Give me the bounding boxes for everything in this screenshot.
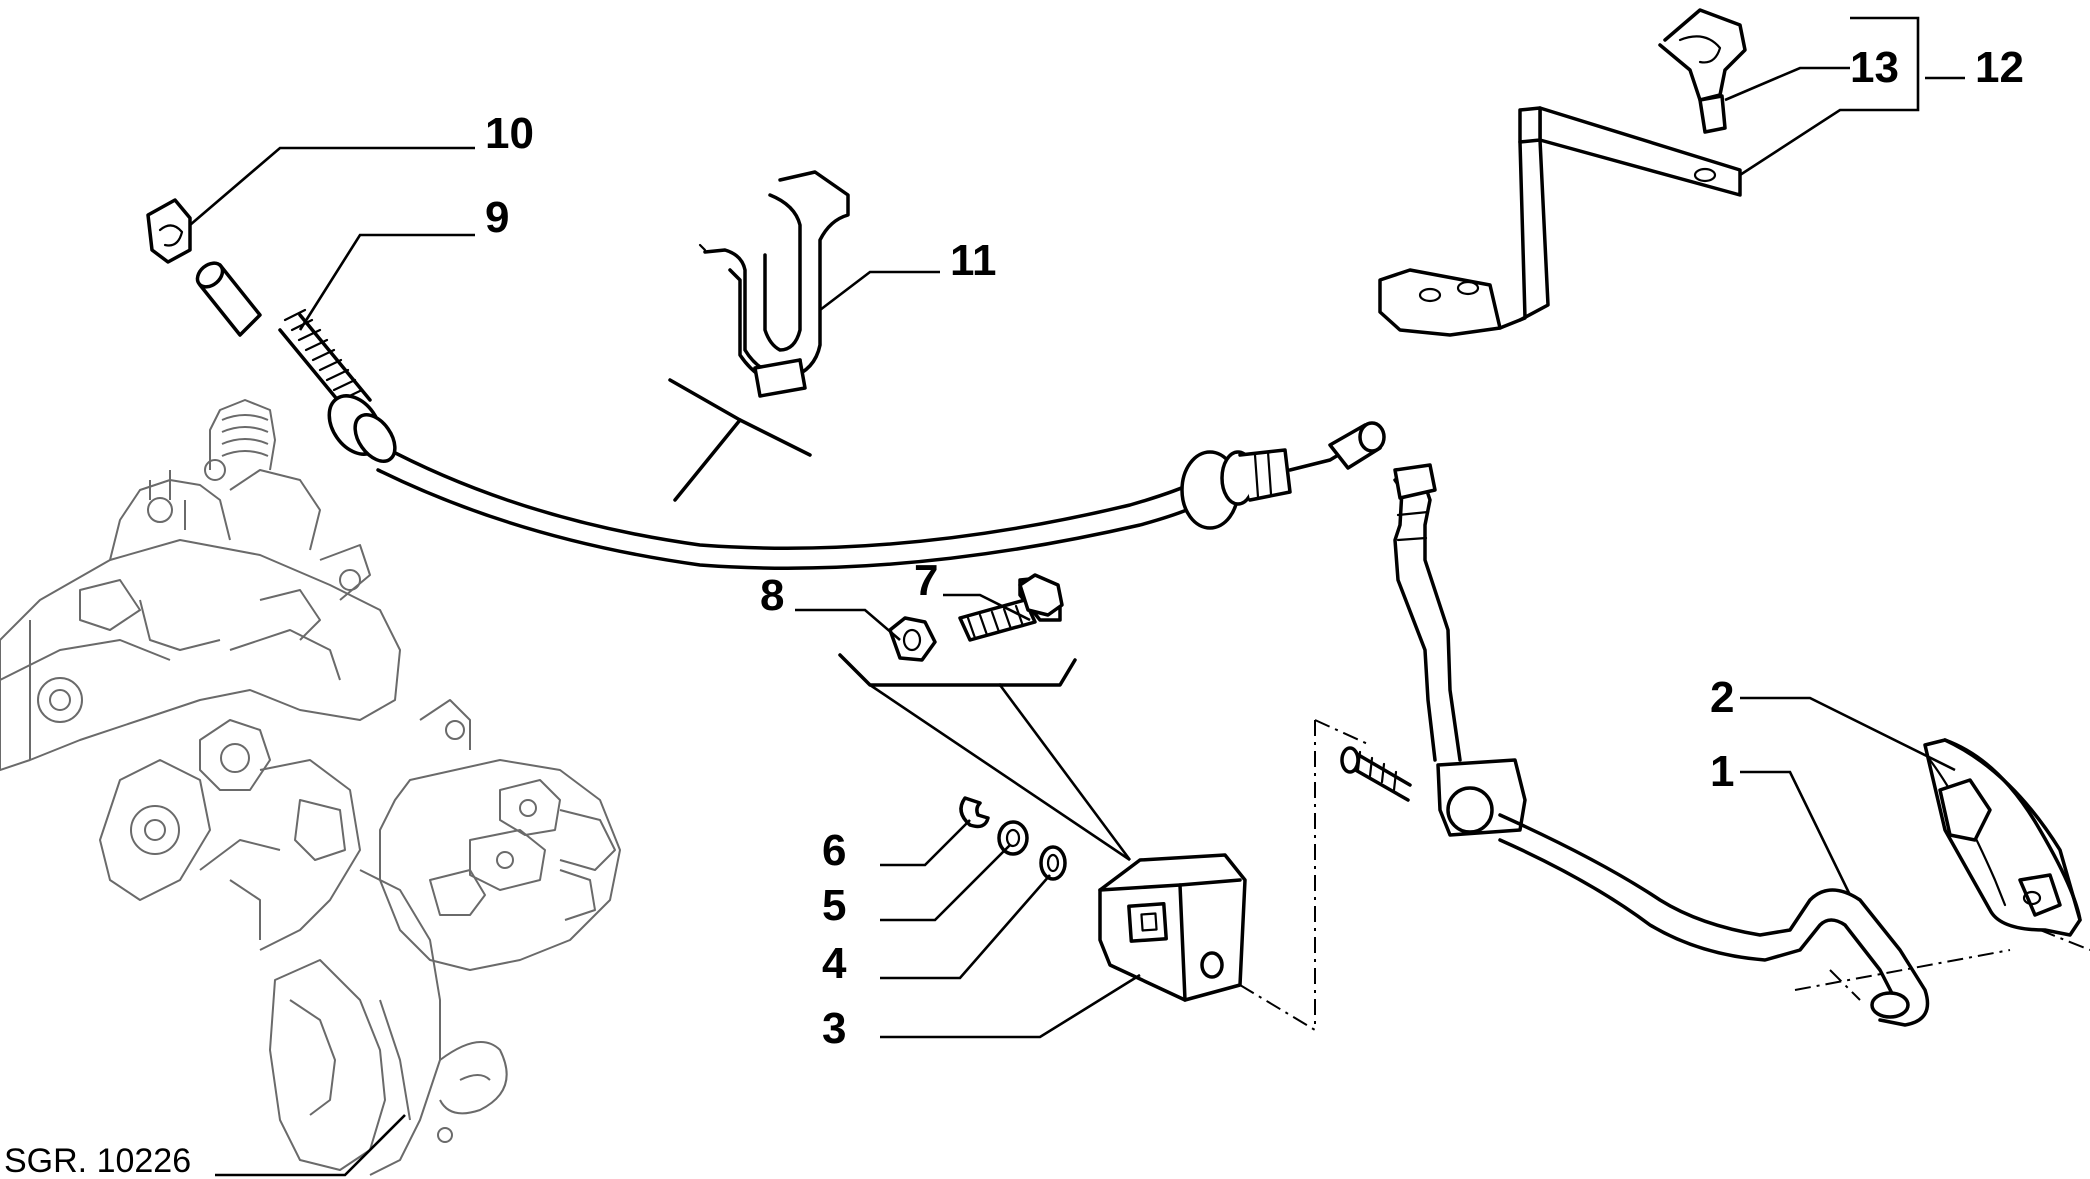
assembly-marks bbox=[668, 378, 812, 502]
callout-1: 1 bbox=[1710, 747, 1734, 796]
retaining-clip bbox=[959, 796, 990, 829]
bolt bbox=[958, 573, 1064, 642]
callout-9: 9 bbox=[485, 193, 509, 242]
cable-support-clip bbox=[698, 170, 850, 398]
callout-6: 6 bbox=[822, 826, 846, 875]
leader-lines bbox=[189, 16, 1965, 1177]
cable-clip bbox=[146, 198, 192, 264]
callout-10: 10 bbox=[485, 109, 534, 158]
bracket-clip bbox=[1658, 8, 1747, 134]
pedal-stop-block bbox=[1098, 853, 1247, 1002]
cable-bracket bbox=[1378, 106, 1742, 337]
callout-8: 8 bbox=[760, 571, 784, 620]
callout-5: 5 bbox=[822, 881, 846, 930]
center-lines bbox=[1239, 719, 2090, 1031]
callout-2: 2 bbox=[1710, 673, 1734, 722]
callout-13: 13 bbox=[1850, 43, 1899, 92]
pedal-pad bbox=[1923, 738, 2082, 937]
lock-washer bbox=[997, 820, 1029, 856]
nut bbox=[888, 616, 937, 662]
accelerator-cable bbox=[195, 261, 1386, 570]
washer bbox=[1039, 845, 1067, 881]
injection-pump bbox=[0, 399, 621, 1176]
drawing-reference: SGR. 10226 bbox=[4, 1142, 191, 1179]
callout-12: 12 bbox=[1975, 43, 2024, 92]
accelerator-pedal-lever bbox=[1340, 463, 1930, 1027]
callout-7: 7 bbox=[914, 556, 938, 605]
callout-11: 11 bbox=[950, 236, 997, 285]
callout-4: 4 bbox=[822, 939, 847, 988]
callout-3: 3 bbox=[822, 1004, 846, 1053]
assembly-bracket bbox=[838, 653, 1077, 687]
